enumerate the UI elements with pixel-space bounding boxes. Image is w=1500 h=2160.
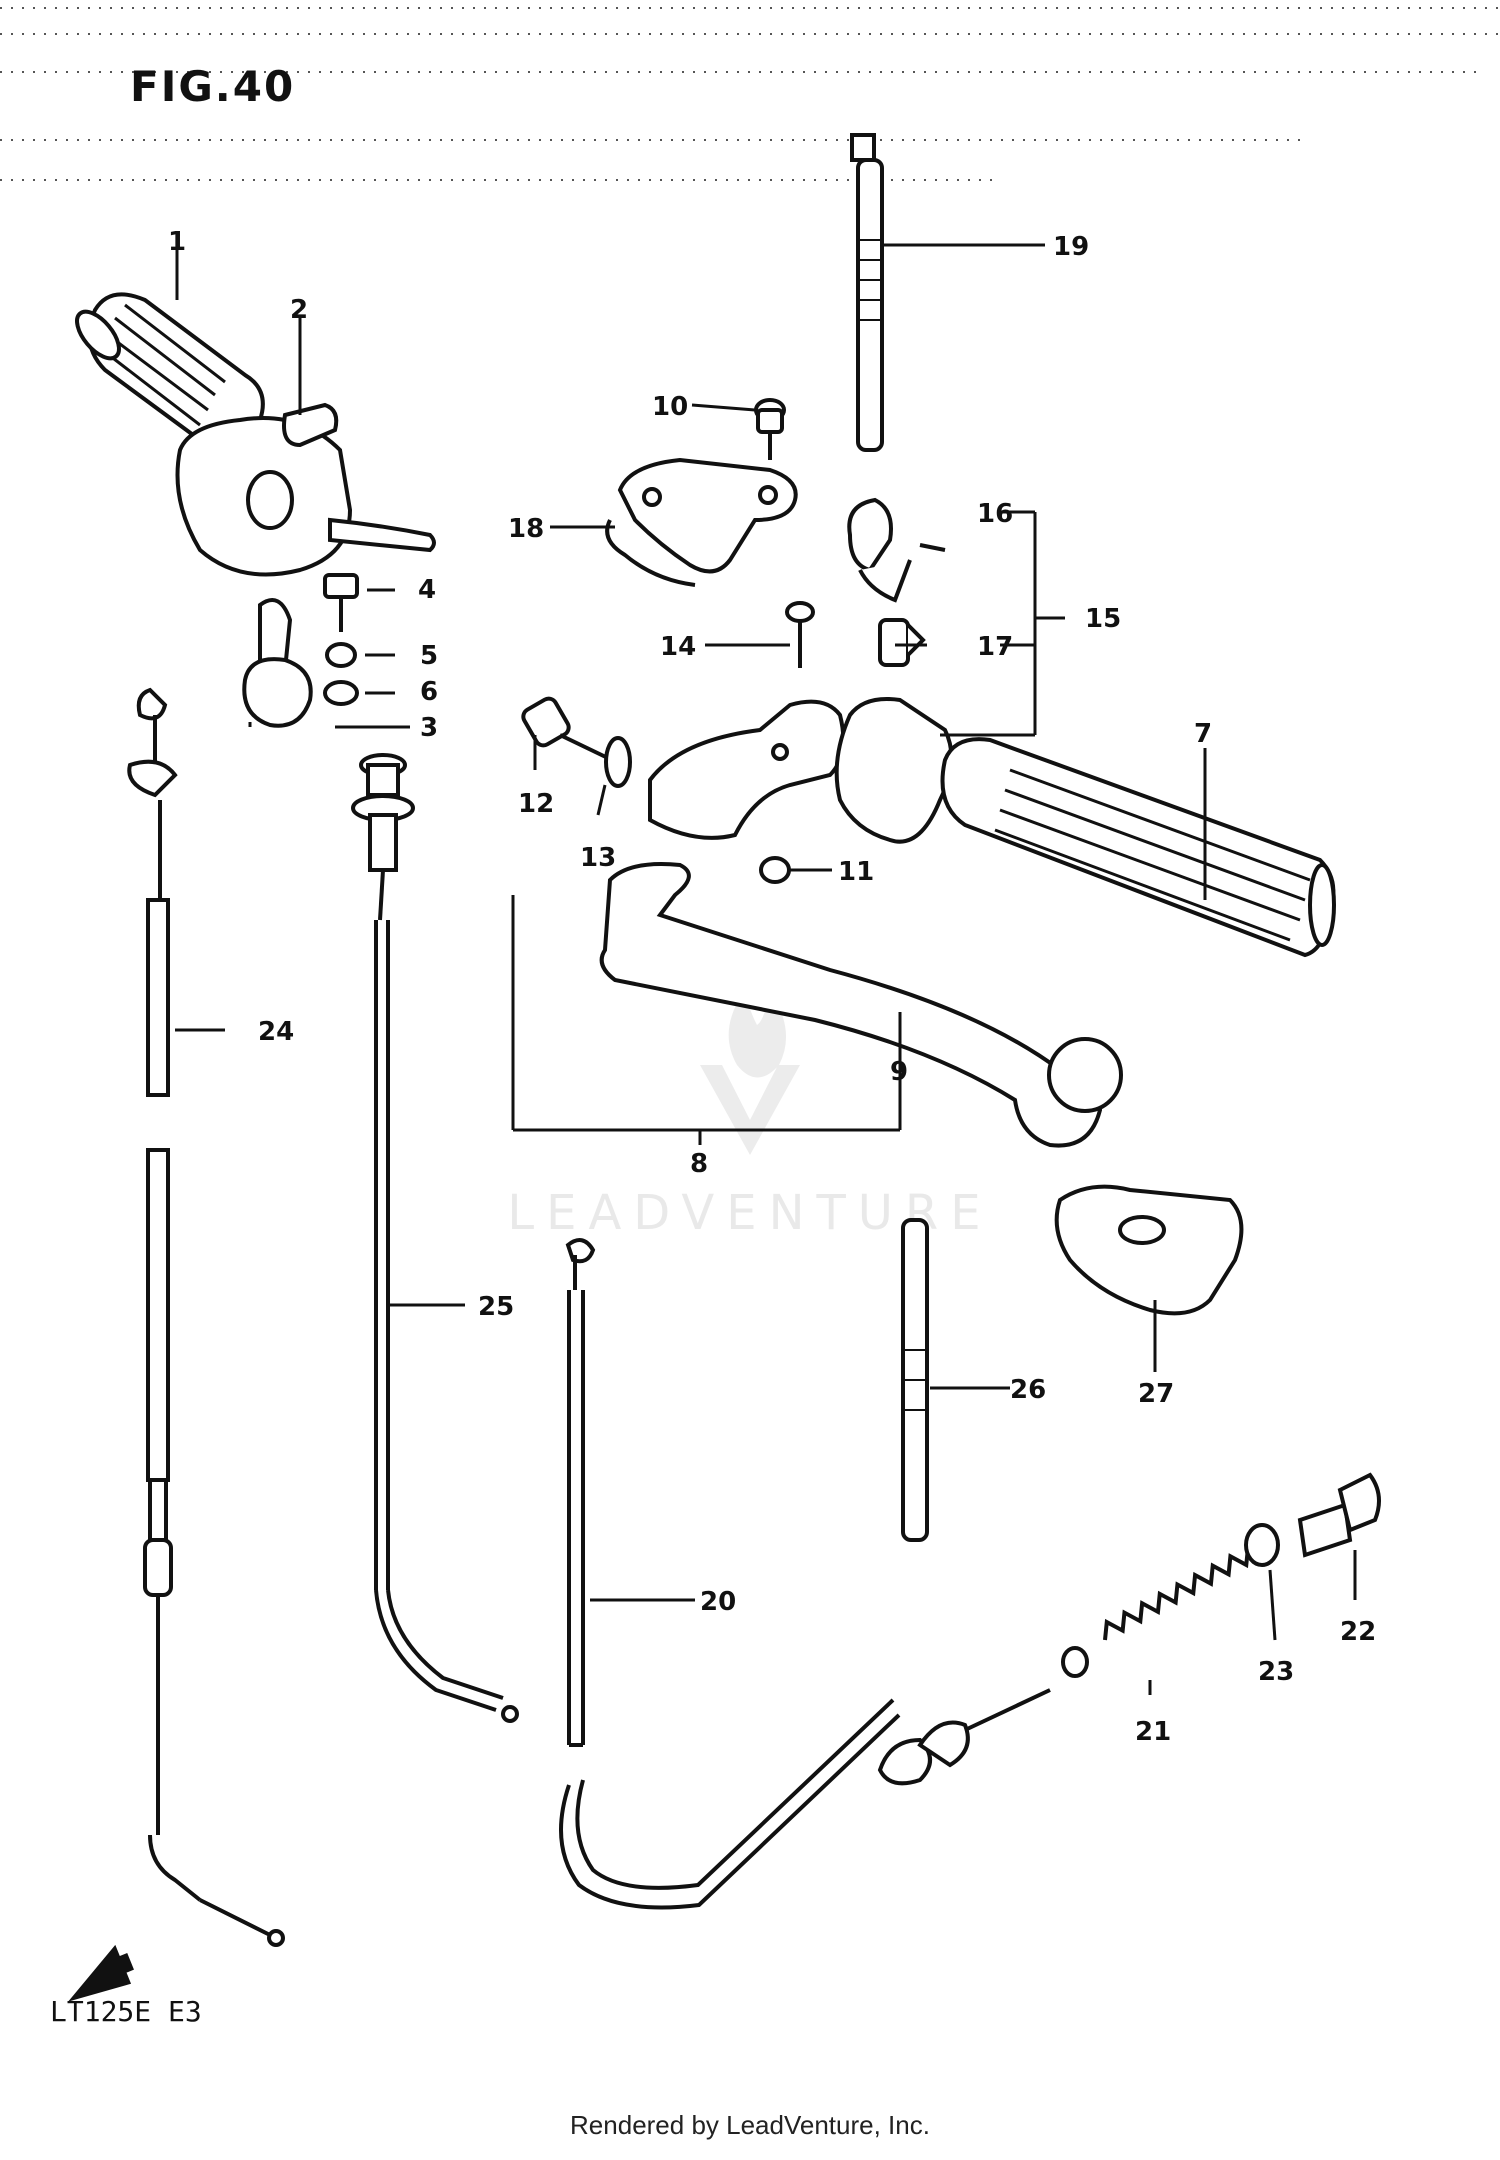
callout-24: 24 <box>258 1017 294 1047</box>
callout-26: 26 <box>1010 1375 1046 1405</box>
render-credit: Rendered by LeadVenture, Inc. <box>570 2110 930 2140</box>
front-direction-arrow-icon <box>68 1944 134 2002</box>
callout-8: 8 <box>690 1149 708 1179</box>
part-6-washer <box>323 680 359 706</box>
callout-10: 10 <box>652 392 688 422</box>
part-7-right-grip <box>834 697 1336 958</box>
figure-title: FIG.40 <box>130 62 296 111</box>
part-27-cover <box>1054 1184 1244 1316</box>
callout-19: 19 <box>1053 232 1089 262</box>
part-24-cable <box>127 687 285 1947</box>
part-19-strap <box>850 133 884 452</box>
part-20-throttle-cable <box>559 1238 1089 1910</box>
leader-lines <box>175 243 1357 1695</box>
part-16-switch-lever <box>847 497 946 603</box>
callout-13: 13 <box>580 843 616 873</box>
part-2-throttle-housing <box>175 402 436 577</box>
part-22-adjuster-bolt <box>1297 1472 1381 1558</box>
model-label: LT125E E3 <box>50 1995 202 2028</box>
callout-1: 1 <box>168 227 186 257</box>
callout-23: 23 <box>1258 1657 1294 1687</box>
callout-5: 5 <box>420 641 438 671</box>
scan-noise <box>0 7 1500 181</box>
callout-18: 18 <box>508 514 544 544</box>
callout-14: 14 <box>660 632 696 662</box>
callout-11: 11 <box>838 857 874 887</box>
part-13-washer <box>604 736 632 788</box>
part-18-bracket <box>605 457 798 587</box>
callout-labels: 1 2 3 4 5 6 7 8 9 10 11 12 13 14 15 16 1… <box>168 227 1376 1747</box>
part-17-switch-knob <box>878 618 926 667</box>
part-25-choke-cable <box>351 753 519 1723</box>
part-9-clutch-lever <box>599 862 1123 1148</box>
callout-3: 3 <box>420 713 438 743</box>
part-21-spring <box>1103 1546 1251 1641</box>
part-1-left-grip <box>75 292 265 449</box>
part-3-adjuster <box>242 598 313 728</box>
part-5-washer <box>325 642 357 668</box>
callout-20: 20 <box>700 1587 736 1617</box>
callout-17: 17 <box>977 632 1013 662</box>
callout-4: 4 <box>418 575 436 605</box>
callout-16: 16 <box>977 499 1013 529</box>
part-26-strap <box>901 1218 929 1542</box>
callout-7: 7 <box>1194 719 1212 749</box>
callout-2: 2 <box>290 295 308 325</box>
part-23-collar <box>1244 1523 1280 1567</box>
part-14-screw <box>785 601 815 668</box>
part-4-bolt <box>323 573 359 632</box>
callout-15: 15 <box>1085 604 1121 634</box>
callout-21: 21 <box>1135 1717 1171 1747</box>
part-10-screw <box>754 398 786 460</box>
part-12-bolt <box>521 696 613 762</box>
callout-12: 12 <box>518 789 554 819</box>
callout-25: 25 <box>478 1292 514 1322</box>
callout-6: 6 <box>420 677 438 707</box>
callout-9: 9 <box>890 1057 908 1087</box>
part-lever-holder <box>648 699 846 840</box>
callout-27: 27 <box>1138 1379 1174 1409</box>
part-11-nut <box>759 856 791 884</box>
callout-22: 22 <box>1340 1617 1376 1647</box>
